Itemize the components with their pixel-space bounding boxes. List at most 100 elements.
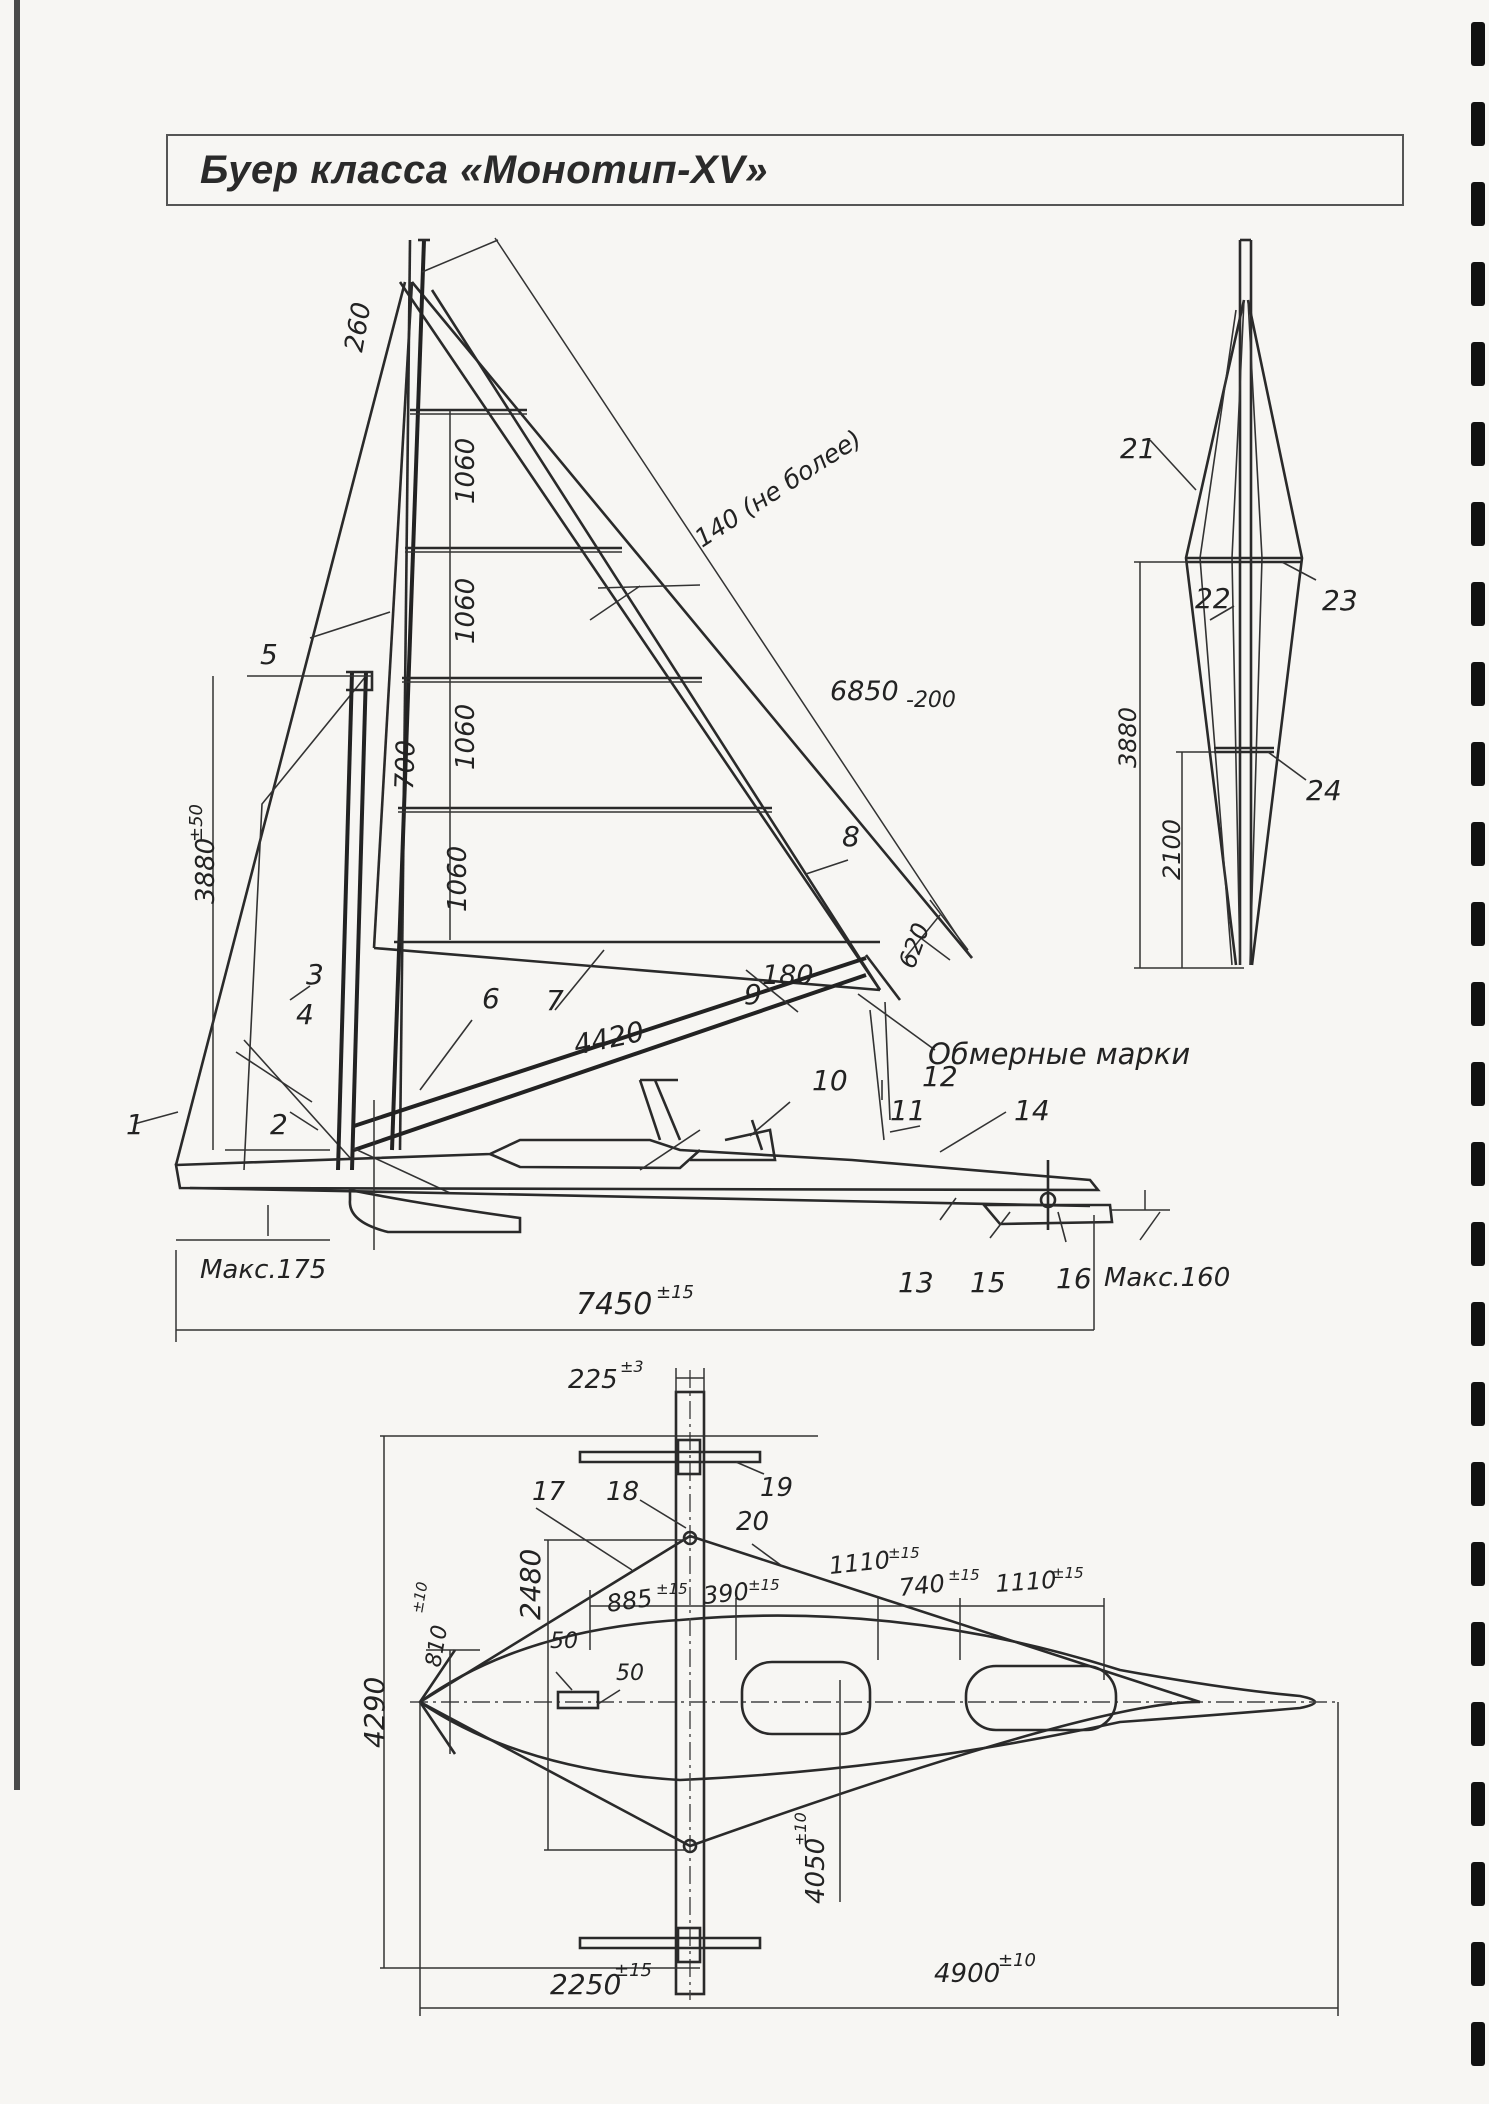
cockpit-front [740, 1660, 872, 1736]
binding-hole [1471, 422, 1485, 466]
dim-740: 740 [898, 1569, 946, 1602]
top-view: 225 ±3 4290 2480 810 ±10 885 ±15 390 ±15… [358, 1357, 1340, 2016]
binding-hole [1471, 1942, 1485, 1986]
side-view: 260 1060 1060 1060 1060 140 (не более) 6… [126, 237, 1230, 1342]
page-edge-line [14, 0, 20, 1790]
leech-line [430, 289, 882, 991]
rear-runner [981, 1203, 1114, 1226]
binding-hole [1471, 102, 1485, 146]
binding-hole [1471, 1382, 1485, 1426]
dim-batten-4: 1060 [443, 846, 473, 912]
dim-batten-3: 1060 [451, 704, 481, 770]
part-7: 7 [546, 984, 564, 1017]
dim-4900: 4900 [934, 1959, 1000, 1989]
dim-batten-2: 1060 [451, 578, 481, 644]
part-11: 11 [890, 1094, 926, 1127]
part-1: 1 [126, 1108, 144, 1141]
dim-4290: 4290 [358, 1677, 391, 1748]
dim-luff: 6850 [830, 676, 899, 707]
dim-luff-tol: -200 [906, 688, 956, 713]
binding-hole [1471, 982, 1485, 1026]
sail-outline [372, 238, 974, 1151]
part-22: 22 [1195, 582, 1231, 615]
title-box: Буер класса «Монотип-XV» [166, 134, 1404, 206]
dim-50-b: 50 [616, 1661, 644, 1686]
battens [394, 408, 880, 944]
luff-dimension-line [494, 237, 973, 959]
dim-sail-3880: 3880 [1114, 707, 1142, 768]
binding-hole [1471, 1222, 1485, 1266]
dim-max-175: Макс.175 [200, 1255, 326, 1285]
dim-2250-tol: ±15 [614, 1960, 652, 1981]
part-16: 16 [1056, 1262, 1092, 1295]
binding-hole [1471, 822, 1485, 866]
part-4: 4 [296, 998, 314, 1031]
part-8: 8 [842, 820, 860, 853]
dim-810: 810 [421, 1623, 453, 1669]
part-14: 14 [1014, 1094, 1050, 1127]
part-18: 18 [606, 1477, 639, 1507]
binding-hole [1471, 1142, 1485, 1186]
dim-1110-b-tol: ±15 [1052, 1564, 1084, 1582]
binding-hole [1471, 1622, 1485, 1666]
sail-front-view: 21 22 23 24 3880 2100 [1114, 238, 1358, 969]
dim-700: 700 [390, 740, 422, 791]
binding-hole [1471, 582, 1485, 626]
dim-width-140: 140 (не более) [689, 424, 866, 553]
cockpit-rear [964, 1664, 1118, 1732]
binding-hole [1471, 342, 1485, 386]
part-10: 10 [812, 1064, 848, 1097]
dim-740-tol: ±15 [948, 1566, 980, 1584]
dim-390: 390 [702, 1577, 750, 1610]
dim-180: 180 [762, 960, 814, 991]
binding-hole [1471, 1782, 1485, 1826]
part-20: 20 [736, 1507, 769, 1537]
dim-260: 260 [339, 300, 377, 354]
dim-1110-a: 1110 [828, 1546, 892, 1580]
dim-4050: 4050 [801, 1838, 831, 1904]
dim-4900-tol: ±10 [998, 1950, 1036, 1971]
dim-1110-b: 1110 [994, 1566, 1057, 1598]
binding-hole [1471, 902, 1485, 946]
dim-sail-2100: 2100 [1158, 819, 1186, 880]
front-runner [348, 1188, 522, 1234]
binding-hole [1471, 742, 1485, 786]
part-23: 23 [1322, 584, 1358, 617]
part-6: 6 [482, 982, 500, 1015]
dim-4050-tol: ±10 [791, 1812, 810, 1846]
label-measure-marks: Обмерные марки [928, 1037, 1190, 1071]
dim-885: 885 [605, 1584, 654, 1618]
dim-2250: 2250 [550, 1968, 621, 2001]
binding-strip [1459, 0, 1489, 2104]
part-5: 5 [260, 638, 278, 671]
binding-hole [1471, 2022, 1485, 2066]
binding-hole [1471, 662, 1485, 706]
binding-hole [1471, 1542, 1485, 1586]
binding-hole [1471, 182, 1485, 226]
dim-885-tol: ±15 [656, 1580, 688, 1598]
dim-50-a: 50 [550, 1629, 578, 1654]
dim-225: 225 [568, 1365, 618, 1395]
dim-max-160: Макс.160 [1104, 1263, 1230, 1293]
binding-hole [1471, 262, 1485, 306]
runner-top-lower [578, 1936, 762, 1950]
part-3: 3 [306, 958, 324, 991]
part-21: 21 [1120, 432, 1156, 465]
binding-hole [1471, 22, 1485, 66]
part-2: 2 [270, 1108, 288, 1141]
dim-2480: 2480 [514, 1549, 547, 1620]
dim-225-tol: ±3 [620, 1357, 644, 1376]
dim-height-3880: 3880 [191, 838, 221, 904]
binding-hole [1471, 502, 1485, 546]
binding-hole [1471, 1702, 1485, 1746]
forestay [174, 281, 407, 1166]
part-13: 13 [898, 1266, 934, 1299]
dim-length-tol: ±15 [656, 1282, 694, 1303]
binding-hole [1471, 1862, 1485, 1906]
dim-390-tol: ±15 [748, 1576, 780, 1594]
hull-side [174, 1078, 1101, 1208]
part-24: 24 [1306, 774, 1342, 807]
part-15: 15 [970, 1266, 1006, 1299]
